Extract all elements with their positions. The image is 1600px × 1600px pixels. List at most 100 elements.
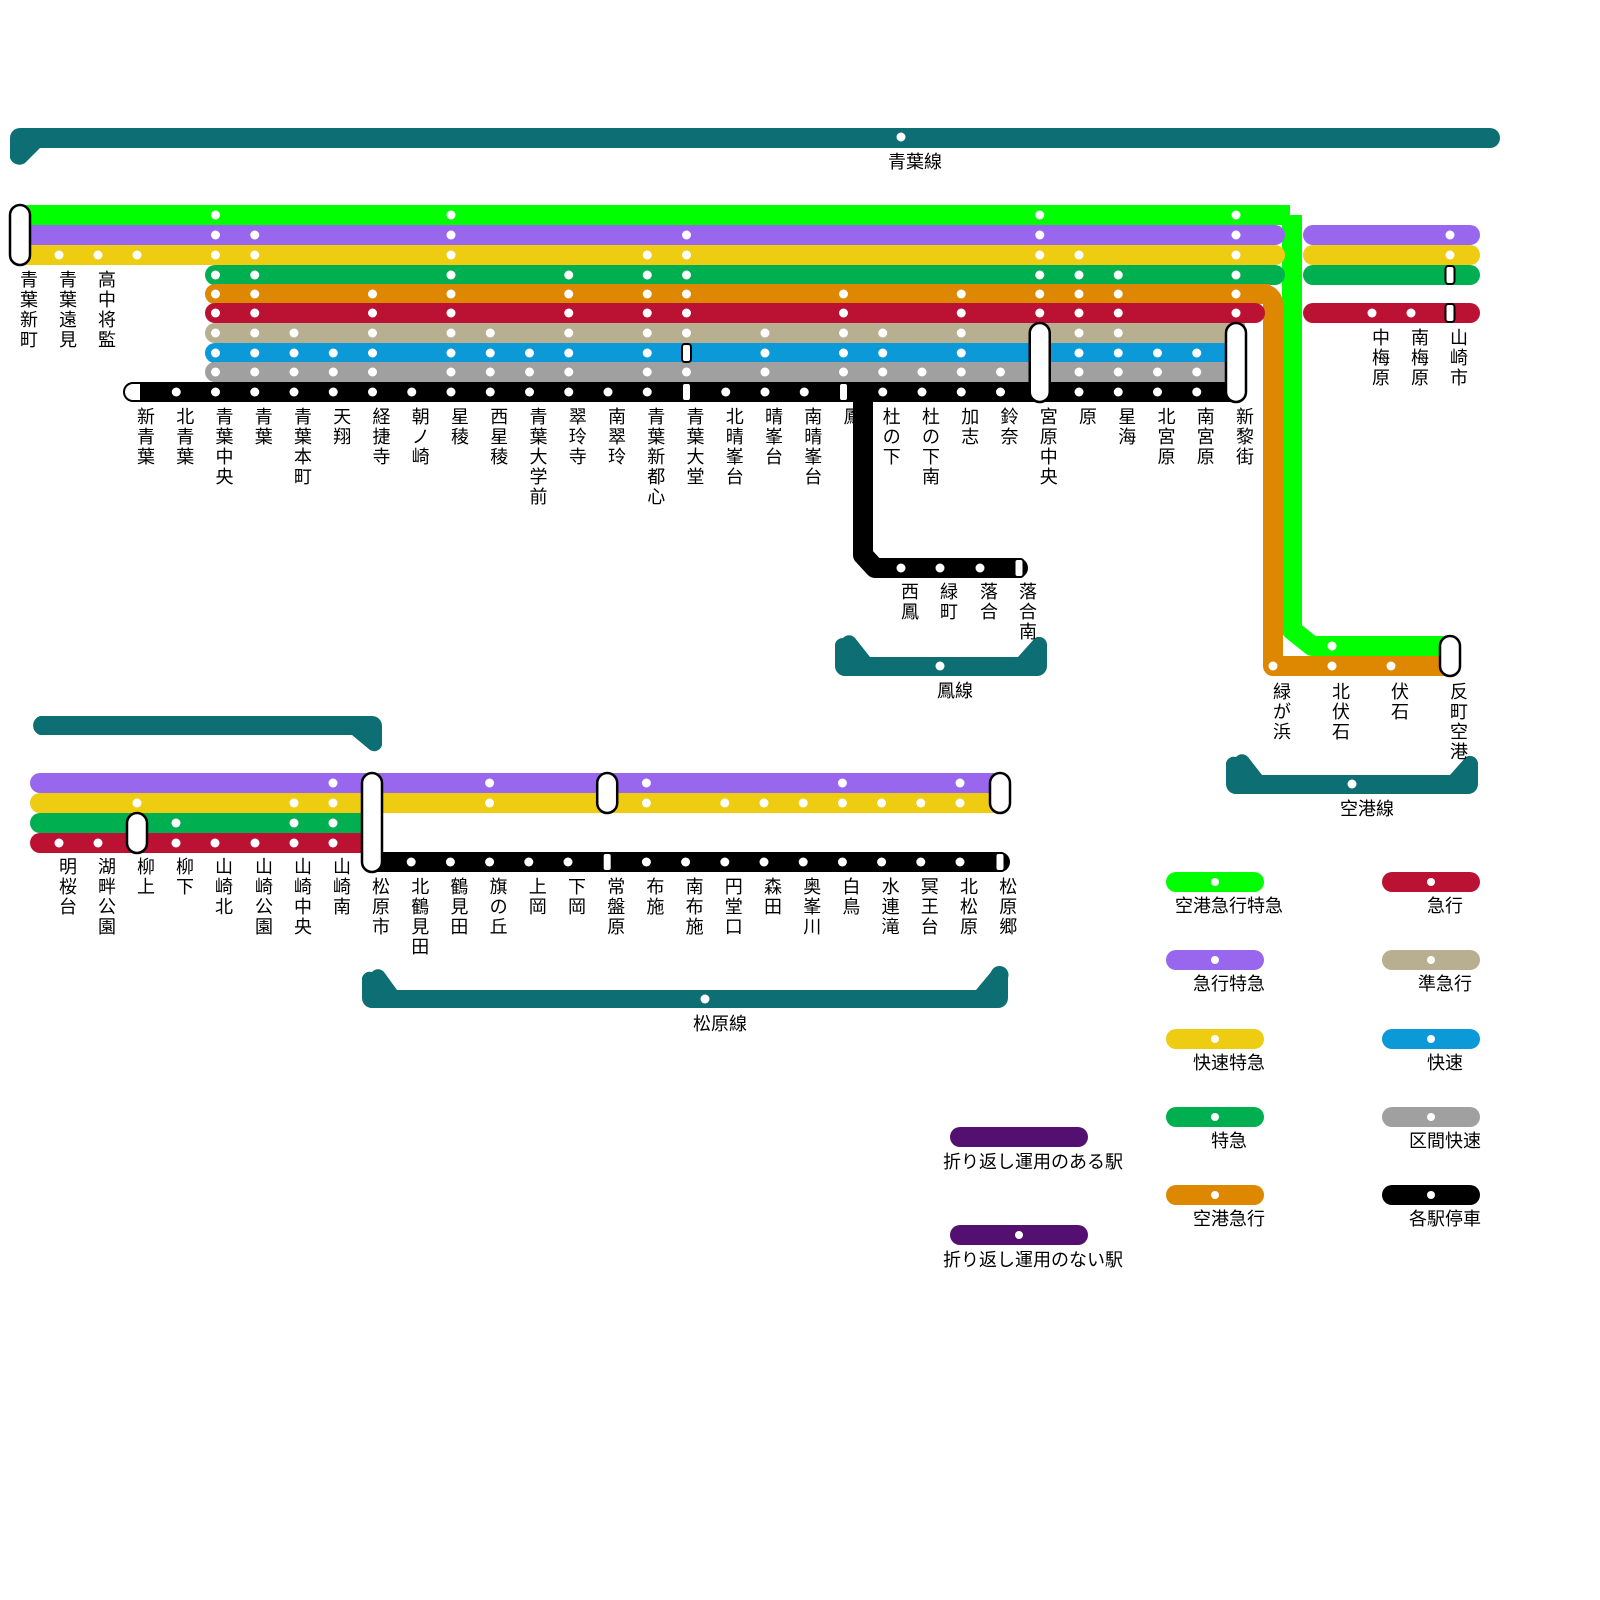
label-char: 青 [687,407,705,428]
stop-dot [955,778,965,788]
stop-dot-express [446,308,456,318]
station-label-aoba: 天翔 [333,407,351,448]
label-char: 寺 [373,447,391,468]
legend-label: 特急 [1211,1131,1247,1152]
legend-label: 快速 [1427,1053,1463,1074]
label-char: の [883,427,901,448]
turnback-tick-tokiwahara [601,852,613,872]
label-char: 台 [59,897,77,918]
label-char: 南 [1019,622,1037,643]
label-char: 見 [59,330,77,351]
label-char: 葉 [530,427,548,448]
station-label-aoba: 新青葉 [137,407,155,468]
stop-dot [798,857,808,867]
station-label-kuko: 伏石 [1391,682,1409,723]
stop-dot-airport_exp [250,289,260,299]
stop-dot [485,798,495,808]
label-char: 将 [98,310,116,331]
stop-dot [171,838,181,848]
stop-dot [328,838,338,848]
label-char: 台 [921,917,939,938]
label-char: 志 [961,427,979,448]
label-char: 葉 [255,427,273,448]
stop-dot-ltd_express [682,230,691,240]
matsubara-band-dot [700,994,710,1004]
stop-dot-rapid [839,348,848,358]
label-char: 葉 [176,447,194,468]
label-char: 台 [726,467,744,488]
label-char: 梅 [1372,348,1390,369]
station-label-aoba: 宮原中央 [1040,407,1058,488]
stop-dot-express [250,308,260,318]
station-label-aoba: 青葉新都心 [647,407,665,508]
label-char: 港 [1450,742,1468,763]
label-char: 市 [372,917,390,938]
label-char: 葉 [216,427,234,448]
label-char: 柳 [137,857,155,878]
label-char: 円 [725,877,743,898]
stop-dot-rapid_ltd-west [132,250,142,260]
station-label-aoba: 星海 [1118,407,1136,448]
station-label-matsubara: 上岡 [529,877,547,918]
label-char: 星 [1118,407,1136,428]
route-limited [205,265,1285,285]
label-char: 山 [1450,328,1468,349]
stop-dot-semi_express [485,328,495,338]
legend-label: 準急行 [1418,974,1472,995]
legend: 空港急行特急急行特急快速特急特急空港急行急行準急行快速区間快速各駅停車折り返し運… [943,872,1481,1271]
stop-dot-local [171,387,181,397]
turnback-yanagami [125,811,149,855]
stop-dot-rapid [760,348,770,358]
stop-dot-kuko [1327,641,1337,651]
stop-dot-limited [446,270,456,280]
label-char: 下 [922,447,940,468]
label-char: 宮 [1158,427,1176,448]
label-char: 葉 [137,447,155,468]
turnback-aoba-shinmachi [8,203,32,267]
stop-dot-section_rapid [289,367,299,377]
stop-dot [641,778,651,788]
stop-dot-rapid [368,348,377,358]
stop-dot-rapid [485,348,495,358]
stop-dot-limited [1074,270,1084,280]
stop-dot-rapid [328,348,338,358]
stop-dot-section_rapid [682,367,691,377]
stop-dot-ltd_express [1035,230,1045,240]
stop-dot-section_rapid [1113,367,1123,377]
otori-band-dot [935,661,945,671]
label-char: 山 [333,857,351,878]
station-label-upper: 高中将監 [98,270,116,351]
label-char: 奥 [803,877,821,898]
stop-dot [289,838,299,848]
station-label-aoba: 杜の下 [883,407,901,468]
station-label-aoba: 鳳 [844,407,862,428]
stop-dot-rapid_ltd [211,250,220,260]
stop-dot-express [642,308,652,318]
station-label-matsubara: 北松原 [960,877,978,938]
stop-dot-airport_exp [1113,289,1123,299]
label-char: 原 [1079,407,1097,428]
label-char: 葉 [687,427,705,448]
stop-dot [132,798,142,808]
label-char: 杜 [922,407,940,428]
stop-dot-local [603,387,613,397]
stop-dot-rapid [211,348,220,358]
label-char: 北 [960,877,978,898]
turnback-miyahara-chuo [1028,321,1051,404]
label-char: 反 [1450,682,1468,703]
label-char: 宮 [1197,427,1215,448]
stop-dot-express [1074,308,1084,318]
station-label-kuko: 反町空港 [1450,682,1468,763]
stop-dot [328,798,338,808]
route-matsubara-rapid-ltd [30,793,1010,813]
stop-dot-semi_express [682,328,691,338]
label-char: 山 [255,857,273,878]
legend-dot [1211,1191,1219,1199]
label-char: 西 [901,582,919,603]
label-char: 柳 [176,857,194,878]
stop-dot-rapid_ltd-west [93,250,103,260]
stop-dot-local [642,387,652,397]
stop-dot [916,857,926,867]
stop-dot-rapid_ltd [682,250,691,260]
